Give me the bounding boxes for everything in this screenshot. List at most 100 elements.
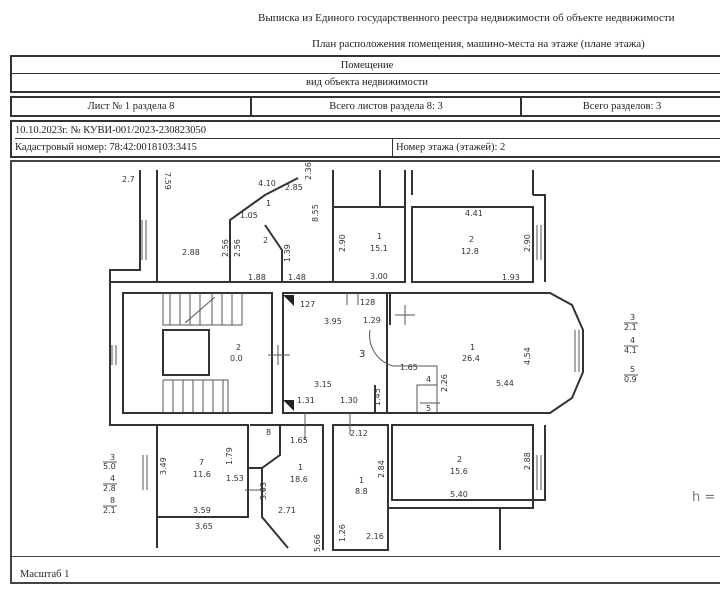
total-sections: Всего разделов: 3 [582, 101, 662, 112]
room-number: 3 [359, 349, 365, 360]
room-number: 1 [377, 232, 382, 241]
fraction-bars [103, 322, 638, 507]
document-title: Выписка из Единого государственного реес… [258, 12, 675, 24]
sheet-number: Лист № 1 раздела 8 [12, 98, 252, 115]
dim-label: 5.66 [313, 534, 322, 552]
room-number: 1 [359, 476, 364, 485]
dim-label: 1.79 [225, 447, 234, 465]
dim-label: 4.41 [465, 209, 483, 218]
dim-label: 2.36 [304, 162, 313, 180]
dim-label: 2.88 [523, 452, 532, 470]
dim-label: 3.00 [370, 272, 388, 281]
dim-label: 5.40 [450, 490, 468, 499]
dim-label: 1.26 [338, 524, 347, 542]
dim-label: 2.26 [440, 374, 449, 392]
dim-label: 2.16 [366, 532, 384, 541]
room-number: 2 [469, 235, 474, 244]
dim-label: 8.55 [311, 204, 320, 222]
dim-label: 8 [266, 428, 271, 437]
room-area: 2.1 [103, 506, 116, 515]
object-type-caption: вид объекта недвижимости [306, 77, 428, 88]
floor-plan: 2.7 7.59 4.10 2.85 2.36 1.05 1 2 8.55 2.… [103, 162, 715, 552]
dim-label: 3.49 [159, 457, 168, 475]
dim-label: 2.12 [350, 429, 368, 438]
dim-label: 3.63 [259, 482, 268, 500]
room-number: 2 [236, 343, 241, 352]
room-area: 0.9 [624, 375, 637, 384]
dim-label: 7.59 [163, 172, 172, 190]
dim-label: 2.84 [377, 460, 386, 478]
dimension-labels: 2.7 7.59 4.10 2.85 2.36 1.05 1 2 8.55 2.… [122, 162, 715, 552]
dim-label: 5 [426, 404, 431, 413]
dim-label: 3.65 [195, 522, 213, 531]
room-number: 5 [630, 365, 635, 374]
cadastral-number: Кадастровый номер: 78:42:0018103:3415 [15, 139, 393, 156]
room-area: 15.1 [370, 244, 388, 253]
room-number: 4 [630, 336, 635, 345]
room-area: 4.1 [624, 346, 637, 355]
dim-label: 127 [300, 300, 315, 309]
dim-label: 4.10 [258, 179, 276, 188]
dim-label: 1.53 [226, 474, 244, 483]
room-number: 8 [110, 496, 115, 505]
room-area: 15.6 [450, 467, 468, 476]
dim-label: 1.65 [400, 363, 418, 372]
room-area: 11.6 [193, 470, 211, 479]
room-area: 12.8 [461, 247, 479, 256]
dim-label: 1.31 [297, 396, 315, 405]
room-number: 4 [110, 474, 115, 483]
object-type-box: Помещение вид объекта недвижимости [10, 55, 720, 93]
room-number: 1 [470, 343, 475, 352]
sheet-info-box: Лист № 1 раздела 8 Всего листов раздела … [10, 96, 720, 117]
dim-label: 4 [426, 375, 431, 384]
scale-divider [12, 556, 720, 557]
room-area: 26.4 [462, 354, 480, 363]
dim-label: 1 [266, 199, 271, 208]
room-number: 3 [110, 453, 115, 462]
dim-label: 1.88 [248, 273, 266, 282]
dim-label: 2.56 [221, 239, 230, 257]
total-sheets: Всего листов раздела 8: 3 [252, 98, 522, 115]
dim-label: 1.39 [283, 244, 292, 262]
document-subtitle: План расположения помещения, машино-мест… [312, 38, 645, 50]
dim-label: 2 [263, 236, 268, 245]
dim-label: 1.30 [340, 396, 358, 405]
record-number: 10.10.2023г. № КУВИ-001/2023-230823050 [15, 122, 720, 139]
dim-label: 3.15 [314, 380, 332, 389]
dim-label: 2.85 [285, 183, 303, 192]
room-number: 2 [457, 455, 462, 464]
room-area: 8.8 [355, 487, 368, 496]
floor-plan-frame: Масштаб 1 [10, 160, 720, 584]
scale-label: Масштаб 1 [20, 568, 70, 580]
dim-label: 1.65 [290, 436, 308, 445]
room-area: 5.0 [103, 462, 116, 471]
room-labels: 1 15.1 2 12.8 2 0.0 1 26.4 7 11.6 1 18.6… [103, 232, 637, 515]
dim-label: 2.88 [182, 248, 200, 257]
object-type: Помещение [12, 57, 720, 74]
dim-label: 1.93 [502, 273, 520, 282]
room-number: 7 [199, 458, 204, 467]
record-box: 10.10.2023г. № КУВИ-001/2023-230823050 К… [10, 120, 720, 158]
floor-number: Номер этажа (этажей): 2 [396, 142, 506, 153]
dim-label: 2.56 [233, 239, 242, 257]
room-area: 2.1 [624, 323, 637, 332]
dim-label: 2.90 [338, 234, 347, 252]
dim-label: 2.90 [523, 234, 532, 252]
dim-label: 128 [360, 298, 375, 307]
dim-label: 5.44 [496, 379, 514, 388]
room-number: 1 [298, 463, 303, 472]
room-area: 18.6 [290, 475, 308, 484]
height-label: h = [692, 490, 715, 505]
room-area: 0.0 [230, 354, 243, 363]
dim-label: 1.48 [288, 273, 306, 282]
dim-label: 2.71 [278, 506, 296, 515]
dim-label: 3.59 [193, 506, 211, 515]
dim-label: 3.95 [324, 317, 342, 326]
room-number: 3 [630, 313, 635, 322]
dim-label: 4.54 [523, 347, 532, 365]
room-area: 2.8 [103, 484, 116, 493]
walls [109, 170, 584, 551]
dim-label: 1.05 [240, 211, 258, 220]
dim-label: 2.7 [122, 175, 135, 184]
dim-label: 1.29 [363, 316, 381, 325]
